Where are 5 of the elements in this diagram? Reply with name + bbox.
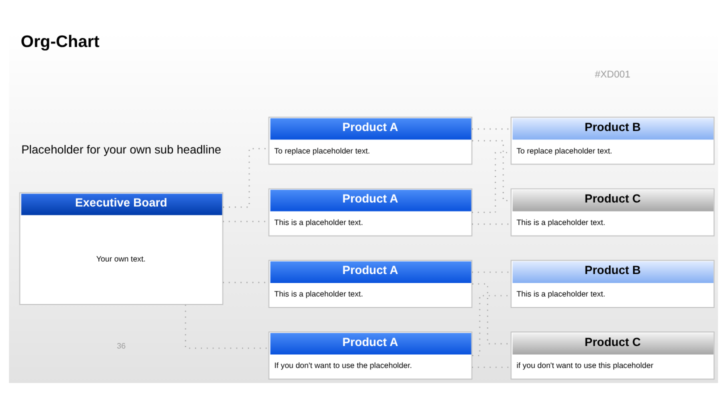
label: #XD001: [594, 69, 630, 80]
label: Placeholder for your own sub headline: [21, 143, 222, 156]
connector: [184, 304, 269, 348]
label: 36: [116, 341, 126, 350]
diagram-title: Org-Chart: [20, 32, 100, 51]
